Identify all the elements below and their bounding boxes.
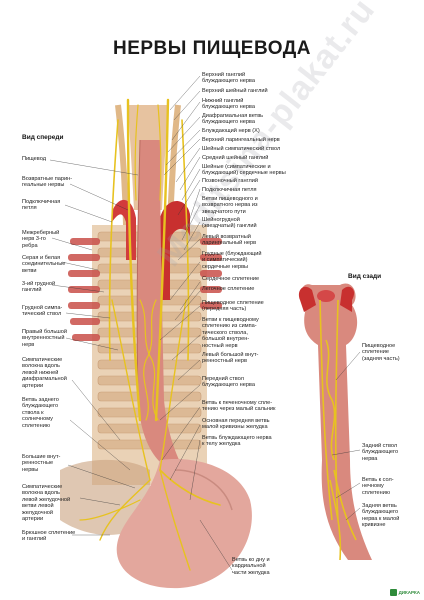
label-posterior-vagal-trunk: Задний ствол блуждающего нерва	[362, 443, 399, 462]
label-sympathetic-phrenic: Симпатические волокна вдоль левой нижней…	[22, 357, 67, 389]
label-stellate-ganglion: Шейногрудной (звездчатый) ганглий	[202, 217, 257, 230]
nerves-back	[319, 299, 357, 561]
label-superior-laryngeal: Верхний ларингеальный нерв	[202, 137, 280, 143]
label-fundus-cardia-branch: Ветвь ко дну и кардиальной части желудка	[232, 557, 270, 576]
leader-lines-right	[159, 75, 233, 571]
label-cervical-cardiac-nerves: Шейные (симпатические и блуждающий) серд…	[202, 164, 286, 177]
label-vertebral-ganglion: Позвоночный ганглий	[202, 178, 258, 184]
leader-lines-left	[49, 159, 139, 536]
label-subclavian-loop: Подключичная петля	[22, 199, 61, 212]
ribs	[68, 238, 222, 341]
label-sympathetic-gastric: Симпатические волокна вдоль левой желудо…	[22, 484, 71, 523]
label-right-greater-splanchnic: Правый большой внутренностный нерв	[22, 329, 68, 348]
label-esophageal-branches-stellate: Ветви пищеводного и возвратного нерва из…	[202, 196, 258, 215]
label-middle-cervical-ganglion: Средний шейный ганглий	[202, 155, 269, 161]
label-vagal-phrenic-branch: Диафрагмальная ветвь блуждающего нерва	[202, 113, 264, 126]
label-left-greater-splanchnic: Левый большой внут- ренностный нерв	[202, 352, 259, 365]
label-esophagus: Пищевод	[22, 156, 46, 162]
stomach-front	[60, 459, 252, 589]
label-anterior-lesser-curvature: Основная передняя ветвь малой кривизны ж…	[202, 418, 270, 431]
label-greater-splanchnic: Большие внут- ренностные нервы	[22, 454, 61, 473]
label-esophageal-plexus-posterior: Пищеводное сплетение (задняя часть)	[362, 343, 400, 362]
label-celiac-plexus: Брюшное сплетение и ганглий	[22, 530, 76, 543]
label-subclavian-loop-right: Подключичная петля	[202, 187, 257, 193]
label-anterior-vagal-trunk: Передний ствол блуждающего нерва	[202, 376, 255, 389]
label-superior-cervical-ganglion: Верхний шейный ганглий	[202, 88, 268, 94]
label-celiac-branch: Ветвь к сол- нечному сплетению	[362, 477, 394, 496]
page-title: НЕРВЫ ПИЩЕВОДА	[112, 38, 312, 59]
label-intercostal-nerve: Межреберный нерв 3-го ребра	[22, 230, 60, 249]
brand-mark-icon	[389, 589, 397, 596]
back-view-label: Вид сзади	[348, 273, 382, 280]
nerves-front	[79, 98, 221, 571]
label-vagus-nerve: Блуждающий нерв (X)	[202, 128, 260, 134]
label-thoracic-sympathetic-trunk: Грудной симпа- тический ствол	[22, 305, 63, 318]
label-vagal-gastric-body: Ветвь блуждающего нерва к телу желудка	[202, 435, 272, 448]
label-posterior-vagal-celiac: Ветвь заднего блуждающего ствола к солне…	[22, 397, 59, 429]
label-cervical-sympathetic-trunk: Шейный симпатический ствол	[202, 146, 281, 152]
label-posterior-lesser-curvature: Задняя ветвь блуждающего нерва к малой к…	[362, 503, 400, 529]
label-recurrent-laryngeal: Возвратные парин- геальные нервы	[22, 176, 73, 189]
label-cardiac-plexus: Сердечное сплетение	[202, 276, 260, 282]
label-inferior-vagal-ganglion: Нижний ганглий блуждающего нерва	[202, 98, 255, 111]
leader-lines-back	[331, 351, 361, 521]
brand-name: ДИКАРКА	[398, 590, 420, 595]
label-thoracic-cardiac-nerves: Грудные (блуждающий и симпатический) сер…	[202, 251, 262, 270]
front-view-label: Вид спереди	[22, 134, 64, 141]
esophagus-front	[136, 139, 180, 462]
label-left-recurrent-laryngeal: Левый возвратный ларингеальный нерв	[202, 234, 257, 247]
brand-logo: ДИКАРКА	[389, 589, 420, 596]
label-rami-communicantes: Серая и белая соединительные ветви	[22, 255, 66, 274]
label-3rd-thoracic-ganglion: 3-ий грудной ганглий	[22, 281, 56, 294]
label-pulmonary-plexus: Легочное сплетение	[202, 286, 255, 292]
label-hepatic-branch: Ветвь к печеночному спле- тению через ма…	[202, 400, 276, 413]
label-sympathetic-branches-esophageal: Ветви к пищеводному сплетению из симпа- …	[202, 317, 259, 349]
label-superior-vagal-ganglion: Верхний ганглий блуждающего нерва	[202, 72, 255, 85]
label-esophageal-plexus-anterior: Пищеводное сплетение (передняя часть)	[202, 300, 264, 313]
